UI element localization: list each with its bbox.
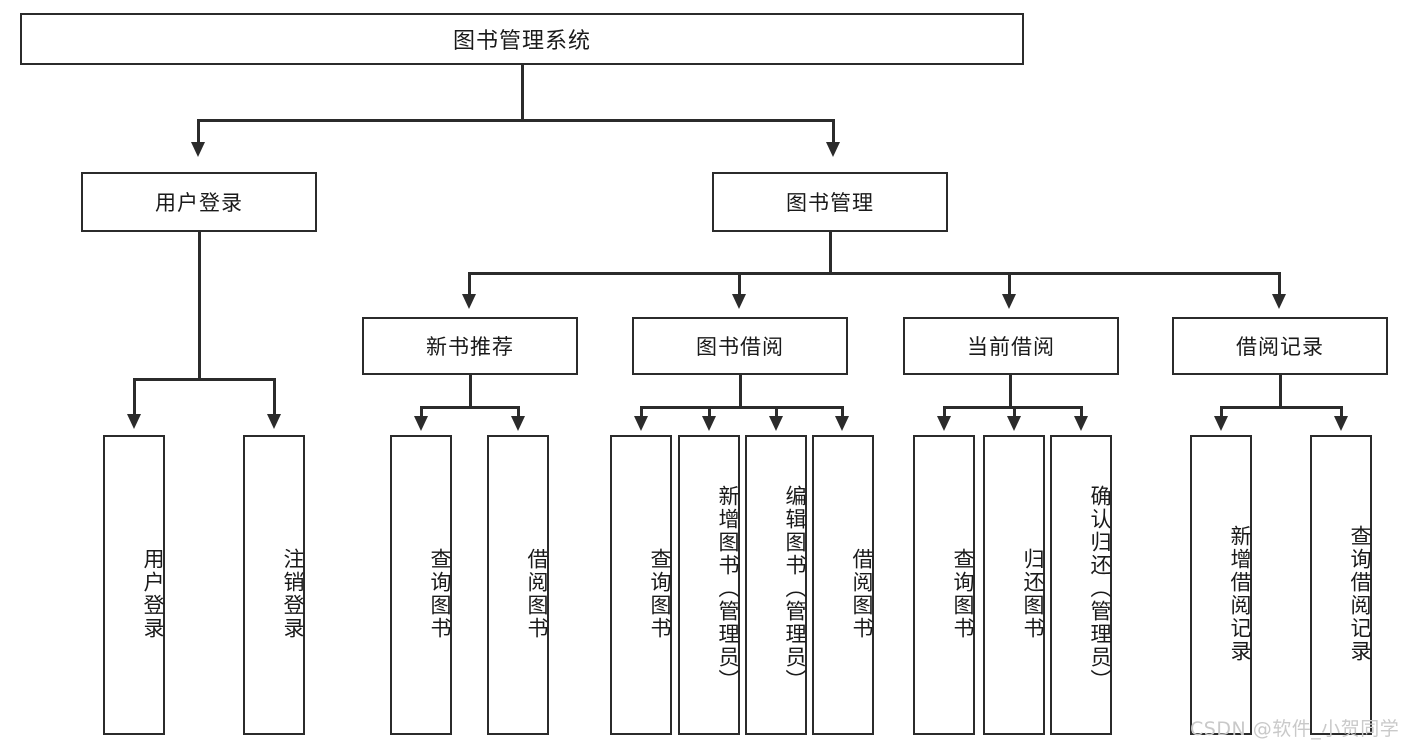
- edge-new-book-bus: [420, 406, 519, 409]
- leaf-query-book-current[interactable]: 查询图书: [913, 435, 975, 735]
- edge-bb-drop-3: [841, 406, 844, 418]
- arrowhead-br-leaf-0: [1214, 416, 1228, 431]
- leaf-query-book-borrow[interactable]: 查询图书: [610, 435, 672, 735]
- edge-level3-drop-2: [1008, 272, 1011, 296]
- edge-new-book-drop-1: [517, 406, 520, 418]
- arrowhead-br-leaf-1: [1334, 416, 1348, 431]
- leaf-user-login[interactable]: 用户登录: [103, 435, 165, 735]
- arrowhead-to-borrow-records: [1272, 294, 1286, 309]
- leaf-add-borrow-record[interactable]: 新增借阅记录: [1190, 435, 1252, 735]
- edge-level3-drop-0: [468, 272, 471, 296]
- edge-level3-drop-3: [1278, 272, 1281, 296]
- edge-book-borrow-trunk: [739, 375, 742, 408]
- node-borrow-records[interactable]: 借阅记录: [1172, 317, 1388, 375]
- edge-level2-drop-left: [197, 119, 200, 144]
- leaf-query-borrow-record[interactable]: 查询借阅记录: [1310, 435, 1372, 735]
- arrowhead-to-leaf-logout: [267, 414, 281, 429]
- edge-cb-drop-2: [1080, 406, 1083, 418]
- node-current-borrow[interactable]: 当前借阅: [903, 317, 1119, 375]
- edge-bb-drop-2: [775, 406, 778, 418]
- leaf-logout[interactable]: 注销登录: [243, 435, 305, 735]
- edge-bb-drop-0: [640, 406, 643, 418]
- node-user-login[interactable]: 用户登录: [81, 172, 317, 232]
- edge-level3-bus: [468, 272, 1280, 275]
- edge-user-login-drop-0: [133, 378, 136, 416]
- edge-borrow-records-trunk: [1279, 375, 1282, 408]
- edge-level2-drop-right: [832, 119, 835, 144]
- edge-user-login-bus: [133, 378, 275, 381]
- leaf-borrow-book-recommendation[interactable]: 借阅图书: [487, 435, 549, 735]
- node-new-book-recommendation[interactable]: 新书推荐: [362, 317, 578, 375]
- csdn-watermark: CSDN @软件_小贺同学: [1190, 718, 1400, 740]
- edge-br-drop-0: [1220, 406, 1223, 418]
- arrowhead-to-user-login: [191, 142, 205, 157]
- edge-borrow-records-bus: [1220, 406, 1342, 409]
- edge-book-management-trunk: [829, 232, 832, 274]
- edge-cb-drop-0: [943, 406, 946, 418]
- arrowhead-bb-leaf-1: [702, 416, 716, 431]
- leaf-add-book-admin[interactable]: 新增图书（管理员）: [678, 435, 740, 735]
- arrowhead-to-new-book-recommendation: [462, 294, 476, 309]
- leaf-edit-book-admin[interactable]: 编辑图书（管理员）: [745, 435, 807, 735]
- node-book-management[interactable]: 图书管理: [712, 172, 948, 232]
- arrowhead-to-leaf-user-login: [127, 414, 141, 429]
- leaf-query-book-recommendation[interactable]: 查询图书: [390, 435, 452, 735]
- edge-cb-drop-1: [1013, 406, 1016, 418]
- arrowhead-cb-leaf-2: [1074, 416, 1088, 431]
- edge-level3-drop-1: [738, 272, 741, 296]
- edge-user-login-trunk: [198, 232, 201, 380]
- arrowhead-nb-leaf-1: [511, 416, 525, 431]
- edge-current-borrow-trunk: [1009, 375, 1012, 408]
- node-root-library-management-system[interactable]: 图书管理系统: [20, 13, 1024, 65]
- arrowhead-nb-leaf-0: [414, 416, 428, 431]
- arrowhead-cb-leaf-1: [1007, 416, 1021, 431]
- edge-root-trunk: [521, 65, 524, 119]
- arrowhead-to-book-borrow: [732, 294, 746, 309]
- arrowhead-cb-leaf-0: [937, 416, 951, 431]
- edge-new-book-drop-0: [420, 406, 423, 418]
- leaf-return-book[interactable]: 归还图书: [983, 435, 1045, 735]
- node-book-borrow[interactable]: 图书借阅: [632, 317, 848, 375]
- edge-bb-drop-1: [708, 406, 711, 418]
- edge-new-book-trunk: [469, 375, 472, 408]
- edge-current-borrow-bus: [943, 406, 1082, 409]
- arrowhead-bb-leaf-0: [634, 416, 648, 431]
- edge-user-login-drop-1: [273, 378, 276, 416]
- leaf-borrow-book[interactable]: 借阅图书: [812, 435, 874, 735]
- arrowhead-bb-leaf-3: [835, 416, 849, 431]
- edge-book-borrow-bus: [640, 406, 843, 409]
- arrowhead-to-current-borrow: [1002, 294, 1016, 309]
- leaf-confirm-return-admin[interactable]: 确认归还（管理员）: [1050, 435, 1112, 735]
- arrowhead-bb-leaf-2: [769, 416, 783, 431]
- edge-br-drop-1: [1340, 406, 1343, 418]
- arrowhead-to-book-management: [826, 142, 840, 157]
- edge-level2-bus: [197, 119, 834, 122]
